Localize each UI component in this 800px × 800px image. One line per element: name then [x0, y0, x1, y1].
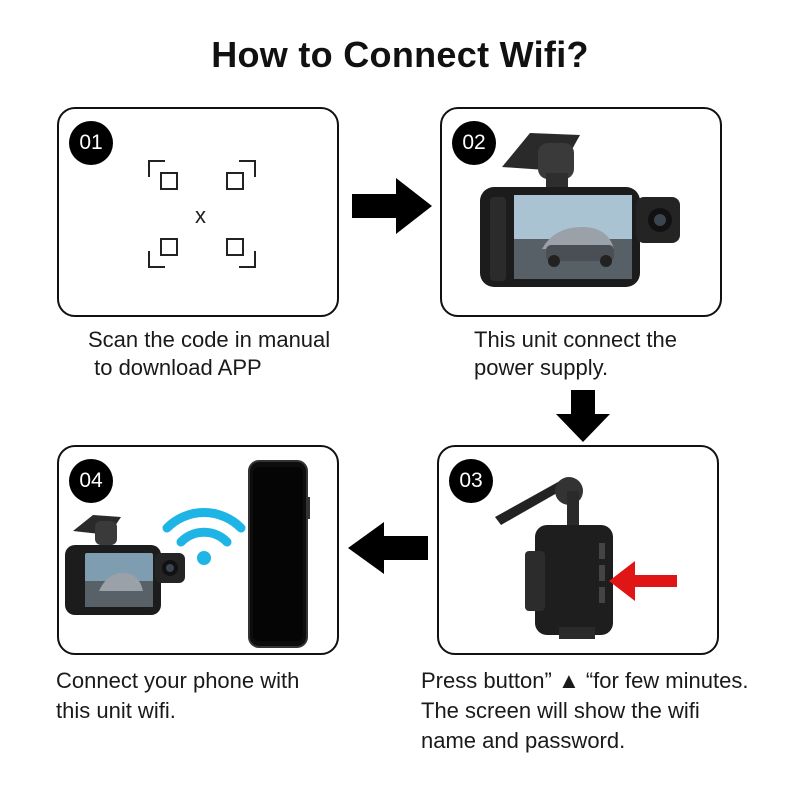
step-02-panel: 02 — [440, 107, 722, 317]
step-03-badge: 03 — [449, 459, 493, 503]
dashcam-front-image — [480, 133, 680, 287]
step-01-panel: 01 x — [57, 107, 339, 317]
qr-scan-icon: x — [147, 159, 257, 269]
arrow-right-icon — [352, 178, 432, 234]
press-button-arrow — [609, 561, 677, 601]
page-title: How to Connect Wifi? — [211, 34, 589, 75]
step-02-badge: 02 — [452, 121, 496, 165]
phone-image — [248, 460, 310, 648]
dashcam-side-image — [495, 477, 613, 639]
arrow-left-icon — [348, 522, 428, 574]
wifi-icon — [162, 508, 246, 565]
arrow-down-icon — [556, 390, 610, 442]
step-01-badge: 01 — [69, 121, 113, 165]
dashcam-small-image — [65, 515, 185, 615]
step-04-caption: Connect your phone with this unit wifi. — [56, 668, 300, 723]
step-04-badge: 04 — [69, 459, 113, 503]
step-01-caption: Scan the code in manual to download APP — [88, 327, 331, 380]
step-03-panel: 03 — [437, 445, 719, 655]
scan-icon-letter: x — [195, 203, 206, 228]
step-02-caption: This unit connect the power supply. — [474, 327, 678, 380]
step-04-panel: 04 — [57, 445, 339, 655]
step-03-caption: Press button” ▲ “for few minutes. The sc… — [421, 668, 749, 753]
